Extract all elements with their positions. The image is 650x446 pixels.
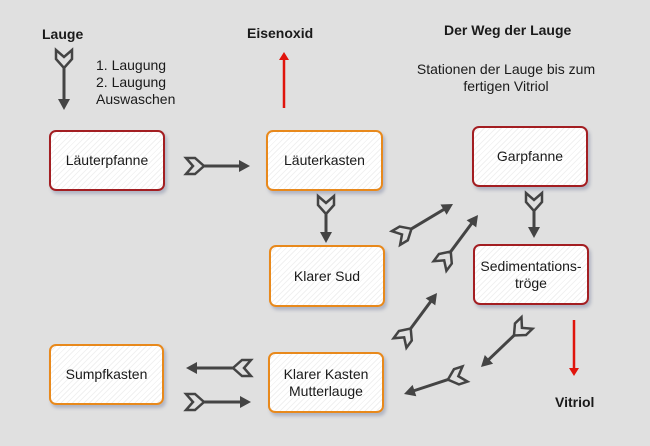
arrow-head xyxy=(425,292,438,306)
arrow-head xyxy=(320,232,332,243)
klarer-sud-to-garpfanne-arrow-2 xyxy=(430,215,478,274)
step-2: 2. Laugung xyxy=(96,74,167,90)
arrow-fletching xyxy=(183,156,206,176)
arrow-shaft xyxy=(485,334,516,363)
sedimentation-to-klarer-kasten-arrow-2 xyxy=(404,364,471,397)
arrow-fletching xyxy=(446,364,471,386)
arrow-fletching xyxy=(183,392,206,412)
garpfanne-to-sedimentation-arrow xyxy=(524,190,544,238)
arrow-shaft xyxy=(449,220,475,253)
arrow-fletching xyxy=(316,193,336,216)
diagram-title: Der Weg der Lauge xyxy=(444,22,572,38)
arrow-fletching xyxy=(54,47,74,70)
eisenoxid-label: Eisenoxid xyxy=(247,25,314,41)
klarer-kasten-to-sumpfkasten-arrow xyxy=(186,358,254,378)
station-label: Sumpfkasten xyxy=(65,366,148,382)
arrow-fletching xyxy=(388,225,414,248)
station-label: Klarer Sud xyxy=(293,267,361,284)
arrow-shaft xyxy=(411,378,449,393)
arrow-shaft xyxy=(410,206,447,231)
diagram-subtitle: Stationen der Lauge bis zum fertigen Vit… xyxy=(416,61,596,94)
arrow-fletching xyxy=(524,190,544,213)
arrow-head xyxy=(528,227,540,238)
leaching-steps: 1. Laugung 2. Laugung Auswaschen xyxy=(96,57,175,108)
arrow-fletching xyxy=(231,358,254,378)
station-label: Sedimentations- tröge xyxy=(480,257,582,291)
arrow-head xyxy=(186,362,197,374)
laeuterpfanne-to-laeuterkasten-arrow xyxy=(183,156,250,176)
station-sumpfkasten[interactable]: Sumpfkasten xyxy=(49,344,164,405)
station-garpfanne[interactable]: Garpfanne xyxy=(472,126,588,187)
station-label: Läuterkasten xyxy=(284,152,365,168)
step-3: Auswaschen xyxy=(96,91,176,107)
station-label: Läuterpfanne xyxy=(65,152,149,168)
station-label: Garpfanne xyxy=(496,148,564,164)
arrow-head xyxy=(240,396,251,408)
station-laeuterkasten[interactable]: Läuterkasten xyxy=(266,130,383,191)
station-laeuterpfanne[interactable]: Läuterpfanne xyxy=(49,130,165,191)
klarer-kasten-to-klarer-sud-arrow xyxy=(390,292,438,351)
arrow-head xyxy=(481,355,494,367)
laeuterkasten-to-klarer-sud-arrow xyxy=(316,193,336,243)
arrow-head xyxy=(404,384,417,397)
station-label: Klarer Kasten Mutterlauge xyxy=(283,365,369,399)
arrow-head xyxy=(58,99,70,110)
arrow-fletching xyxy=(390,327,414,351)
arrow-shaft xyxy=(409,298,434,330)
station-klarer-sud[interactable]: Klarer Sud xyxy=(269,245,385,307)
station-klarer-kasten[interactable]: Klarer Kasten Mutterlauge xyxy=(268,352,384,413)
lauge-label: Lauge xyxy=(42,26,84,42)
lauge-input-arrow xyxy=(54,47,74,110)
vitriol-label: Vitriol xyxy=(555,394,595,410)
klarer-sud-to-garpfanne-arrow-1 xyxy=(388,203,454,248)
sedimentation-to-klarer-kasten-arrow-1 xyxy=(481,314,536,367)
arrow-head xyxy=(466,215,478,228)
arrow-head xyxy=(239,160,250,172)
arrow-fletching xyxy=(430,250,454,274)
step-1: 1. Laugung xyxy=(96,57,167,73)
station-sedimentationstroege[interactable]: Sedimentations- tröge xyxy=(473,244,589,305)
arrow-head xyxy=(440,203,454,215)
sumpfkasten-to-klarer-kasten-arrow xyxy=(183,392,251,412)
arrow-fletching xyxy=(512,314,536,337)
